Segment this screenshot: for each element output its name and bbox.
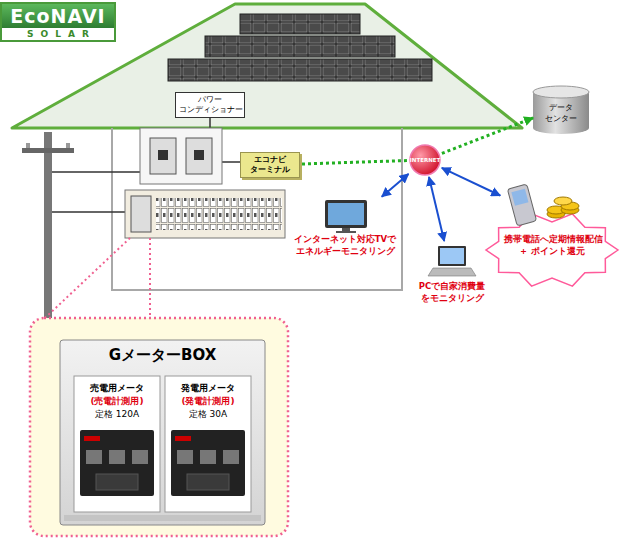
meter-panel: 発電用メータ(発電計測用)定格 30A xyxy=(165,376,251,512)
node-text: 発電用メータ xyxy=(165,382,251,395)
internet-globe xyxy=(410,145,440,175)
node-text: SOLAR xyxy=(2,28,113,40)
node-text: GメーターBOX xyxy=(60,346,265,365)
device-label: PCで自家消費量 をモニタリング xyxy=(407,243,497,305)
node-text: PCで自家消費量 をモニタリング xyxy=(409,281,495,305)
server-cylinder: データ センター xyxy=(535,90,587,124)
breaker-board xyxy=(140,128,222,184)
node-text: 定格 120A xyxy=(74,408,160,421)
terminal-box: エコナビ ターミナル xyxy=(240,152,300,178)
internet-globe: INTERNET xyxy=(410,145,440,175)
house xyxy=(12,4,522,290)
logo-badge: EcoNAVISOLAR xyxy=(0,2,115,42)
node-text: (売電計測用) xyxy=(74,395,160,408)
g-meter-box-frame xyxy=(30,318,288,536)
equipment-box: パワー コンディショナー xyxy=(175,92,245,118)
leader-lines xyxy=(45,238,150,318)
node-text: データ センター xyxy=(535,102,587,124)
connector xyxy=(442,168,500,196)
laptop-icon xyxy=(428,246,476,276)
solar-panels xyxy=(168,14,432,81)
node-text: エコナビ ターミナル xyxy=(245,155,295,175)
connector xyxy=(382,174,409,197)
starburst xyxy=(486,214,618,286)
tv-icon xyxy=(325,200,367,233)
node-text: パワー コンディショナー xyxy=(179,95,241,115)
utility-pole xyxy=(22,132,140,332)
connector xyxy=(302,161,408,165)
node-text: EcoNAVI xyxy=(2,4,113,28)
node-text: インターネット対応TVで エネルギーモニタリング xyxy=(287,234,403,258)
node-text: 携帯電話へ定期情報配信 ＋ ポイント還元 xyxy=(504,234,600,258)
connector xyxy=(442,118,533,153)
node-text: 定格 30A xyxy=(165,408,251,421)
phone-and-coins xyxy=(507,184,579,226)
connector xyxy=(429,177,444,241)
callout-starburst: 携帯電話へ定期情報配信 ＋ ポイント還元 xyxy=(502,182,602,258)
node-text: 売電用メータ xyxy=(74,382,160,395)
device-label: インターネット対応TVで エネルギーモニタリング xyxy=(285,198,405,258)
node-text: (発電計測用) xyxy=(165,395,251,408)
data-center-cylinder xyxy=(533,86,589,134)
meter-box-panel: GメーターBOX売電用メータ(売電計測用)定格 120A発電用メータ(発電計測用… xyxy=(60,340,265,525)
meter-panel: 売電用メータ(売電計測用)定格 120A xyxy=(74,376,160,512)
meter-device xyxy=(80,430,245,496)
node-text: INTERNET xyxy=(410,157,441,163)
distribution-board xyxy=(125,190,285,238)
